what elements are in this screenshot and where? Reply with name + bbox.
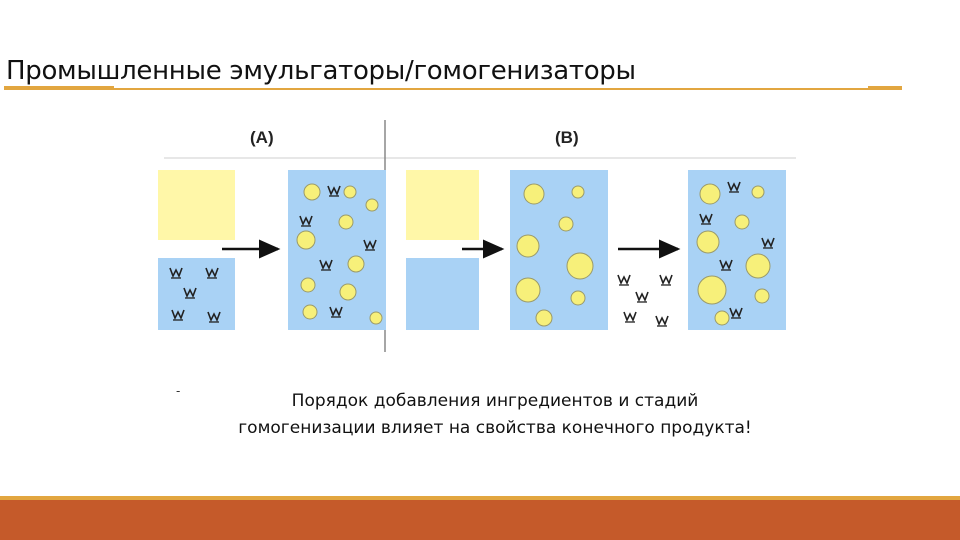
emulsification-diagram: (A) (B): [158, 120, 796, 352]
oil-phase-box-b: [406, 170, 479, 240]
footer-bar: [0, 500, 960, 540]
oil-phase-box-a: [158, 170, 235, 240]
caption-line-1: Порядок добавления ингредиентов и стадий: [291, 391, 699, 411]
title-underline-accent-right: [868, 86, 902, 90]
caption: Порядок добавления ингредиентов и стадий…: [195, 388, 795, 442]
label-a: (A): [250, 128, 274, 147]
droplets-a: [296, 183, 383, 325]
water-phase-box-b: [406, 258, 479, 330]
emulsifier-molecules-b-added: [617, 274, 673, 327]
stray-bullet: -: [176, 384, 181, 398]
droplets-b1: [515, 183, 594, 327]
footer-accent-line: [0, 496, 960, 500]
slide-title: Промышленные эмульгаторы/гомогенизаторы: [6, 56, 636, 86]
label-b: (B): [555, 128, 579, 147]
title-underline: [4, 88, 902, 90]
title-underline-accent-left: [4, 86, 114, 90]
droplets-b2: [696, 183, 771, 326]
caption-line-2: гомогенизации влияет на свойства конечно…: [238, 418, 752, 438]
